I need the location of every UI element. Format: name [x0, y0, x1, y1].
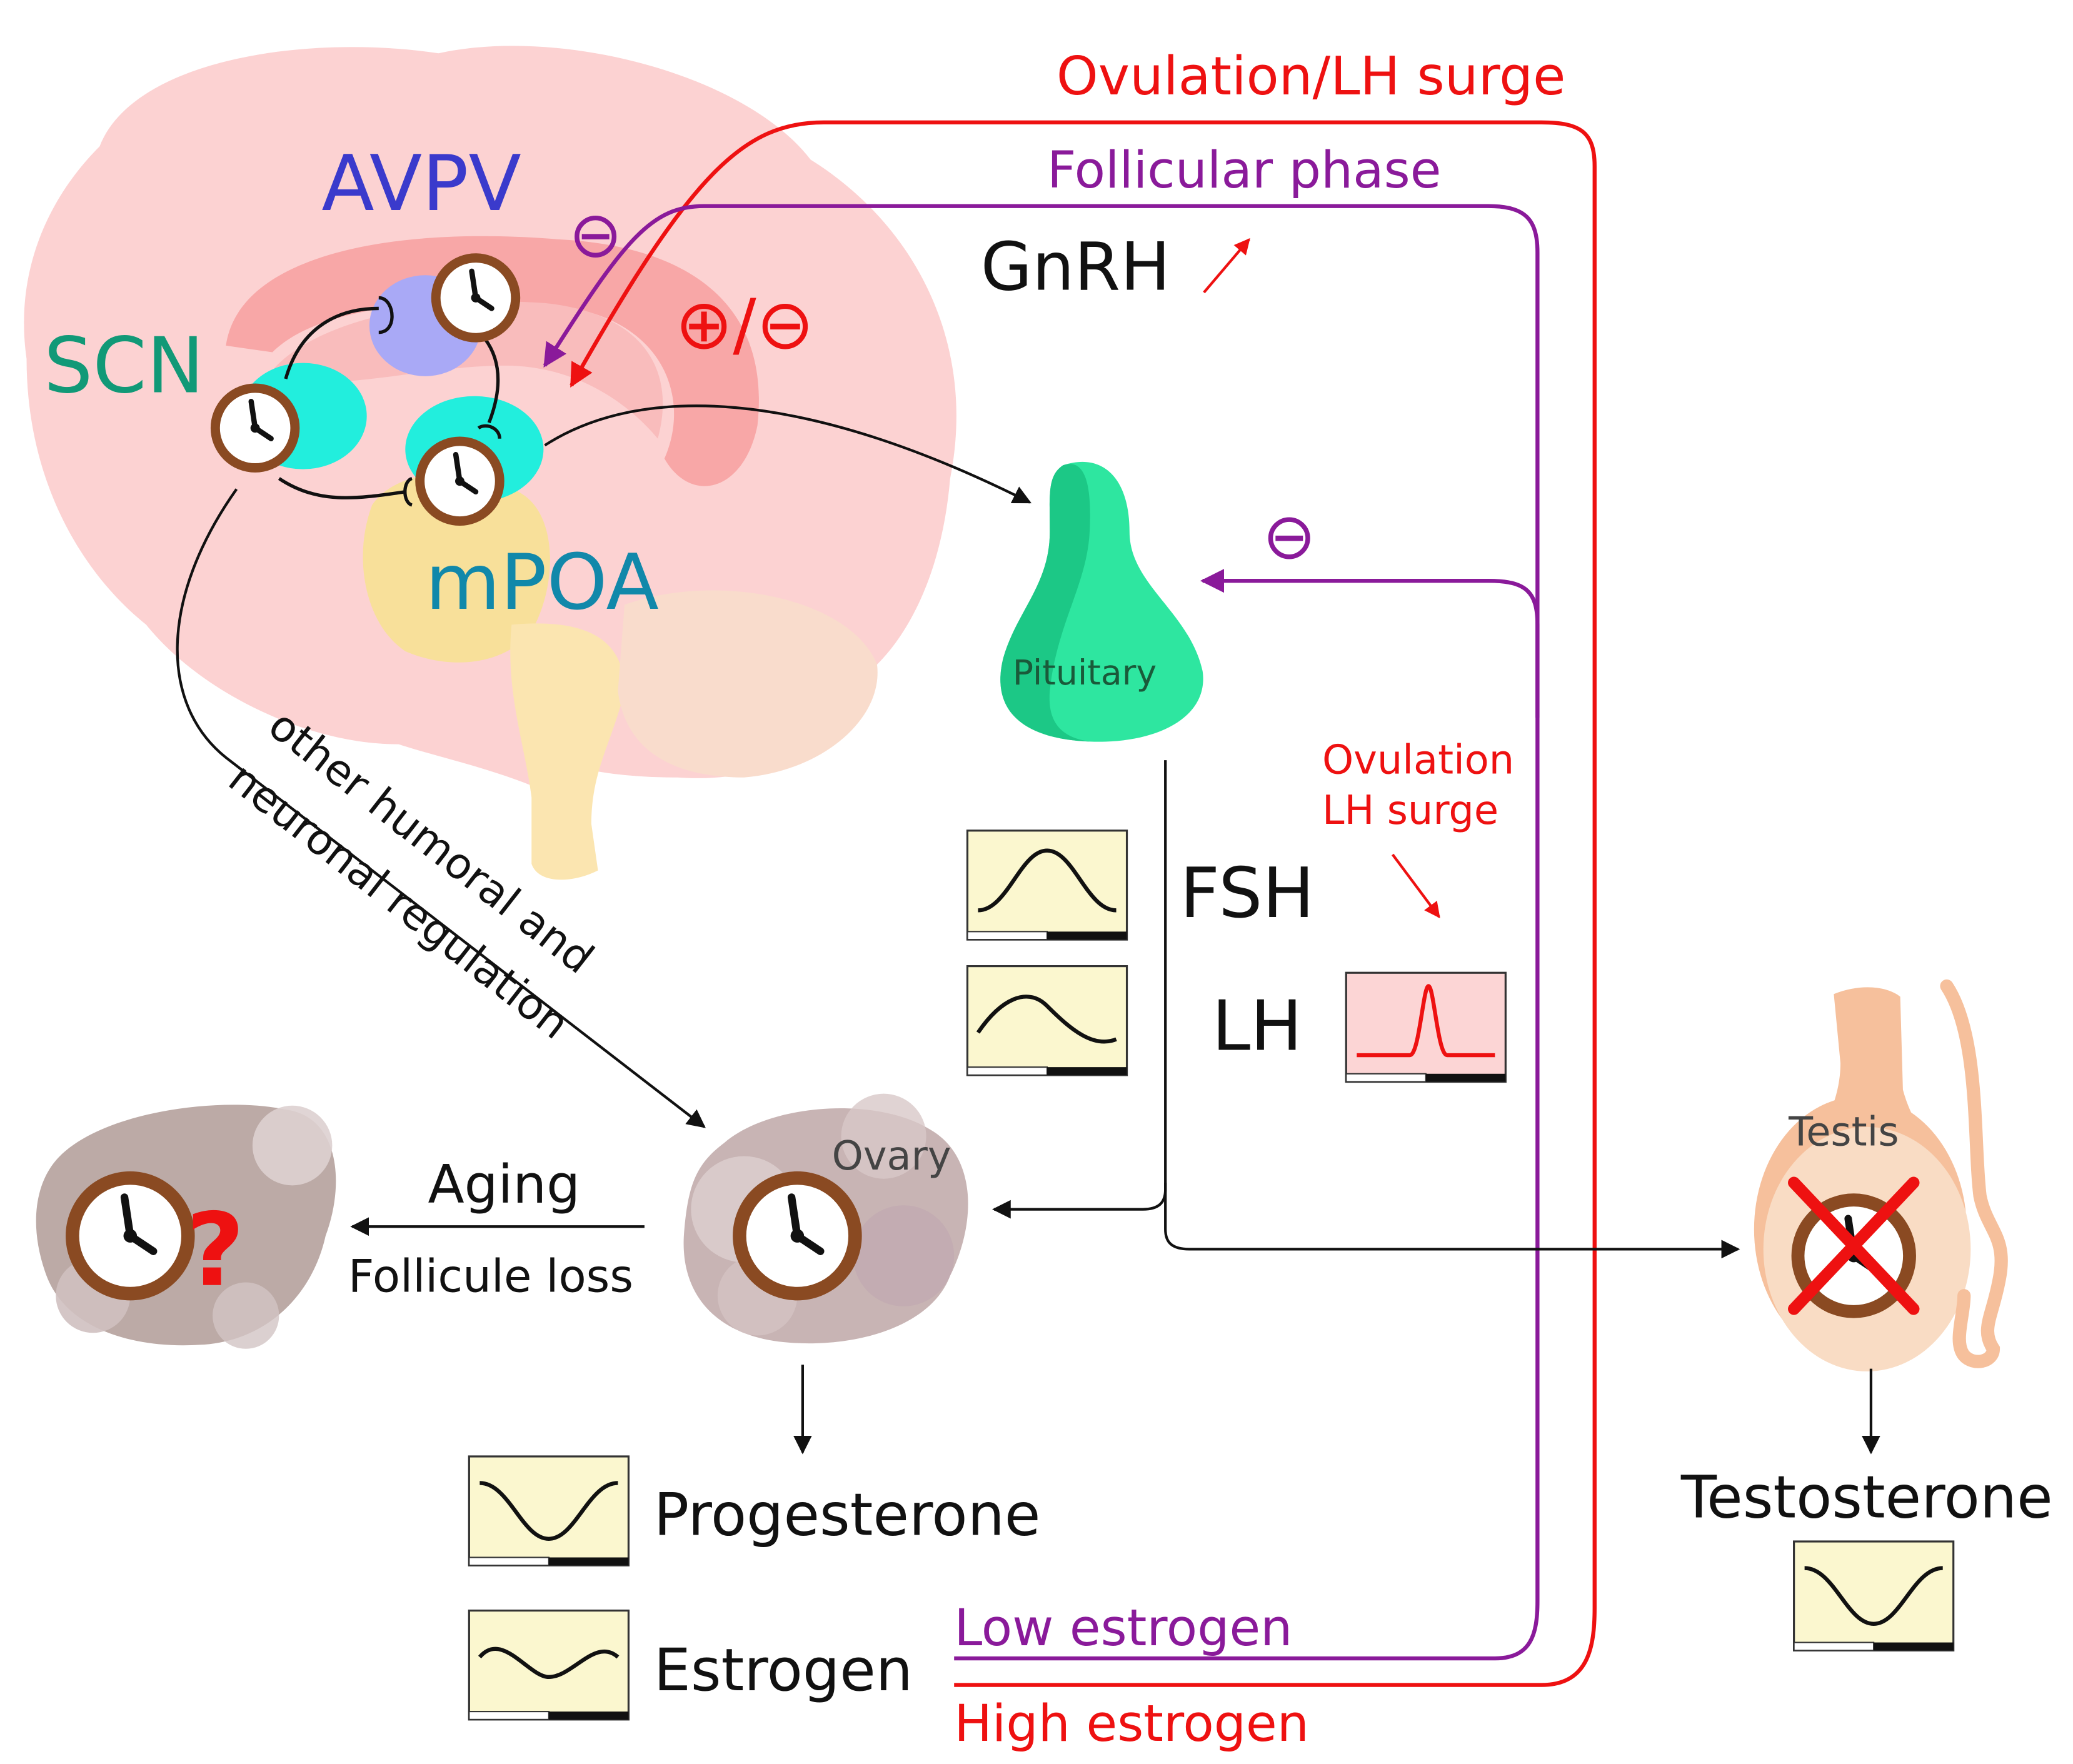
- scn-label: SCN: [44, 321, 204, 411]
- fsh-label: FSH: [1180, 853, 1315, 934]
- testis-label: Testis: [1788, 1110, 1899, 1156]
- plus-minus-sign: ⊕/⊖: [675, 284, 814, 365]
- testosterone-rhythm-graph: [1793, 1540, 1955, 1651]
- follicular-phase-label: Follicular phase: [1047, 141, 1441, 200]
- avpv-label: AVPV: [321, 139, 521, 229]
- minus-sign-pituitary: ⊖: [1262, 499, 1315, 574]
- aging-label: Aging: [428, 1154, 580, 1216]
- cerebellum: [618, 590, 878, 778]
- follicule-loss-label: Follicule loss: [348, 1250, 633, 1303]
- minus-sign-top: ⊖: [569, 198, 622, 273]
- estrogen-rhythm-graph: [468, 1609, 630, 1721]
- progesterone-rhythm-graph: [468, 1455, 630, 1566]
- low-estrogen-label: Low estrogen: [954, 1599, 1292, 1658]
- high-estrogen-feedback-line: [570, 120, 1597, 1687]
- clock-icon: [740, 1178, 855, 1294]
- cross-icon: [1788, 1176, 1920, 1315]
- low-estrogen-feedback-line: [543, 204, 1540, 1661]
- high-estrogen-label: High estrogen: [954, 1695, 1309, 1753]
- clock-icon: [215, 388, 295, 468]
- ovary-label: Ovary: [832, 1133, 951, 1180]
- mpoa-to-pituitary-arrow: [544, 404, 1032, 504]
- lh-rhythm-graph: [966, 965, 1128, 1076]
- question-mark-icon: ?: [186, 1192, 245, 1310]
- lh-surge-arrow: [1391, 853, 1440, 919]
- estrogen-label: Estrogen: [654, 1636, 913, 1705]
- brainstem: [510, 623, 625, 880]
- hypothalamus-region: [363, 473, 550, 663]
- lh-label: LH: [1212, 986, 1303, 1067]
- ovulation-lh-surge-top-label: Ovulation/LH surge: [1057, 46, 1566, 108]
- pituitary-negative-feedback-line: [1200, 569, 1540, 718]
- testosterone-label: Testosterone: [1680, 1464, 2053, 1532]
- lh-surge-label: LH surge: [1322, 788, 1498, 834]
- lh-surge-graph: [1345, 971, 1507, 1083]
- clock-icon: [436, 258, 516, 338]
- nucleus-connections: [278, 296, 501, 507]
- corpus-callosum: [226, 236, 759, 486]
- progesterone-label: Progesterone: [654, 1481, 1041, 1549]
- pituitary-label: Pituitary: [1013, 653, 1157, 693]
- pituitary-to-testis-arrow: [1164, 1183, 1740, 1259]
- mpoa-label: mPOA: [425, 538, 659, 628]
- fsh-rhythm-graph: [966, 829, 1128, 941]
- ovulation-label: Ovulation: [1322, 737, 1514, 783]
- clock-icon: [420, 441, 500, 521]
- gnrh-label: GnRH: [981, 229, 1170, 306]
- pituitary-gland: [1000, 461, 1203, 742]
- clock-icon: [73, 1178, 188, 1294]
- scn-to-ovary-arrow: [176, 488, 706, 1128]
- gnrh-increase-arrow: [1203, 238, 1250, 294]
